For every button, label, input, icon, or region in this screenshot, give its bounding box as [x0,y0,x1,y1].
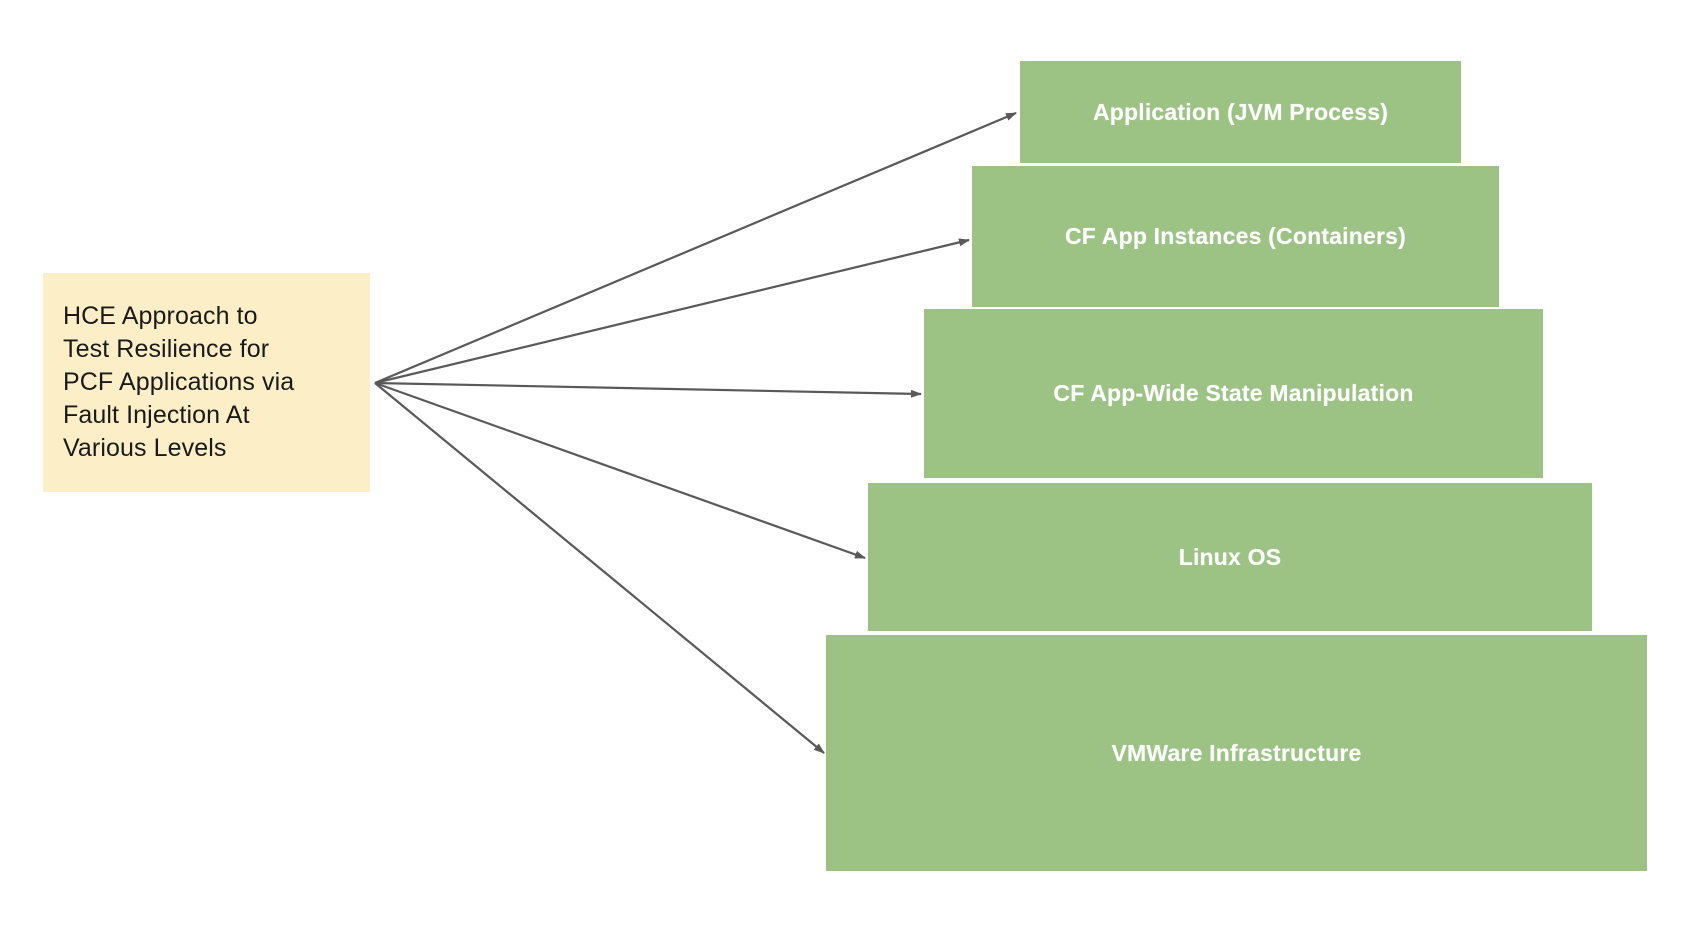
level-box-application[interactable]: Application (JVM Process) [1020,61,1461,163]
connector-to-cf-app-wide-state [374,381,922,398]
level-label-cf-app-instances: CF App Instances (Containers) [1064,223,1407,249]
level-box-linux-os[interactable]: Linux OS [868,483,1592,631]
level-box-cf-app-instances[interactable]: CF App Instances (Containers) [972,166,1499,307]
level-label-application: Application (JVM Process) [1092,98,1389,125]
level-label-vmware-infrastructure: VMWare Infrastructure [1111,739,1362,766]
level-box-cf-app-wide-state[interactable]: CF App-Wide State Manipulation [924,309,1543,478]
source-note-label: HCE Approach to Test Resilience for PCF … [63,302,295,462]
connector-to-vmware-infrastructure [374,382,825,754]
connector-to-cf-app-instances [374,238,970,385]
level-box-vmware-infrastructure[interactable]: VMWare Infrastructure [826,635,1647,871]
connector-to-application [374,111,1017,385]
source-note-box[interactable]: HCE Approach to Test Resilience for PCF … [43,273,370,492]
level-label-linux-os: Linux OS [1178,543,1282,570]
connector-to-linux-os [374,381,866,560]
level-label-cf-app-wide-state: CF App-Wide State Manipulation [1053,380,1414,406]
